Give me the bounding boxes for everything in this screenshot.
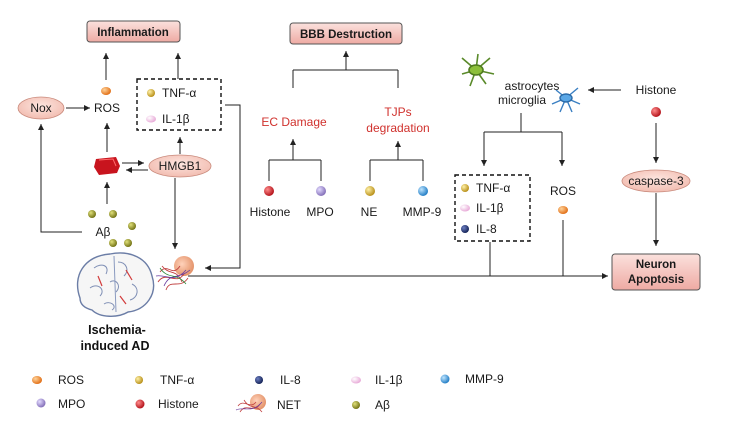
il1b-icon bbox=[146, 115, 156, 123]
right-connectors bbox=[481, 87, 659, 276]
il1b-icon bbox=[460, 204, 470, 212]
abeta-icon bbox=[124, 239, 132, 247]
abeta-icon bbox=[88, 210, 96, 218]
histone-mid-label: Histone bbox=[250, 205, 291, 219]
hmgb1-label: HMGB1 bbox=[159, 159, 202, 173]
neuron-label-line1: Neuron bbox=[636, 259, 676, 271]
ros-molecule-icon bbox=[101, 87, 111, 95]
abeta-icon bbox=[109, 210, 117, 218]
caspase3-label: caspase-3 bbox=[628, 174, 684, 188]
abeta-icon bbox=[109, 239, 117, 247]
neuron-label-line2: Apoptosis bbox=[628, 274, 684, 286]
inflammation-box: Inflammation bbox=[86, 20, 181, 43]
mmp9-icon bbox=[418, 186, 428, 196]
ischemia-label-line1: Ischemia- bbox=[88, 323, 146, 337]
legend: ROS TNF-α IL-8 IL-1β MMP-9 MPO Histone N… bbox=[32, 372, 504, 413]
legend-net-icon bbox=[235, 394, 266, 413]
tjps-label-line1: TJPs bbox=[384, 105, 411, 119]
mpo-icon bbox=[316, 186, 326, 196]
legend-il8-icon bbox=[255, 376, 263, 384]
legend-mpo-label: MPO bbox=[58, 397, 85, 411]
middle-connectors bbox=[268, 51, 424, 181]
legend-tnf-alpha-label: TNF-α bbox=[160, 373, 194, 387]
tnf-alpha-icon bbox=[147, 89, 155, 97]
legend-tnf-alpha-icon bbox=[135, 376, 143, 384]
legend-abeta-icon bbox=[352, 401, 360, 409]
nox-node: Nox bbox=[17, 96, 65, 120]
legend-ros-icon bbox=[32, 376, 42, 384]
legend-il1b-label: IL-1β bbox=[375, 373, 403, 387]
mpo-mid-label: MPO bbox=[306, 205, 333, 219]
microglia-label: microglia bbox=[498, 93, 546, 107]
abeta-icon bbox=[128, 222, 136, 230]
il8-label-right: IL-8 bbox=[476, 222, 497, 236]
legend-mpo-icon bbox=[36, 398, 46, 408]
il8-icon bbox=[461, 225, 469, 233]
ros-molecule-icon bbox=[558, 206, 568, 214]
neuron-apoptosis-box: Neuron Apoptosis bbox=[611, 253, 701, 291]
legend-il8-label: IL-8 bbox=[280, 373, 301, 387]
astrocytes-label: astrocytes bbox=[505, 79, 560, 93]
net-icon bbox=[155, 256, 194, 291]
il1b-label-right: IL-1β bbox=[476, 201, 504, 215]
legend-histone-label: Histone bbox=[158, 397, 199, 411]
ec-damage-label: EC Damage bbox=[261, 115, 327, 129]
ischemia-label-line2: induced AD bbox=[81, 339, 150, 353]
tnf-alpha-label-left: TNF-α bbox=[162, 86, 196, 100]
legend-net-label: NET bbox=[277, 398, 302, 412]
legend-ros-label: ROS bbox=[58, 373, 84, 387]
ros-left-node: ROS bbox=[94, 87, 120, 115]
histone-icon bbox=[264, 186, 274, 196]
caspase3-node: caspase-3 bbox=[621, 169, 691, 193]
tnf-alpha-label-right: TNF-α bbox=[476, 181, 510, 195]
ne-label: NE bbox=[361, 205, 378, 219]
legend-histone-icon bbox=[135, 399, 145, 409]
il1b-label-left: IL-1β bbox=[162, 112, 190, 126]
microglia-icon bbox=[551, 87, 581, 113]
rage-receptor-icon bbox=[94, 157, 120, 175]
astrocyte-icon bbox=[461, 53, 495, 87]
bbb-destruction-box: BBB Destruction bbox=[289, 22, 403, 45]
tnf-alpha-icon bbox=[461, 184, 469, 192]
ros-left-label: ROS bbox=[94, 101, 120, 115]
abeta-node: Aβ bbox=[88, 210, 136, 247]
legend-mmp9-label: MMP-9 bbox=[465, 372, 504, 386]
ne-icon bbox=[365, 186, 375, 196]
nox-label: Nox bbox=[30, 101, 51, 115]
ros-right-label: ROS bbox=[550, 184, 576, 198]
cytokine-box-right: TNF-α IL-1β IL-8 bbox=[454, 174, 531, 242]
brain-icon bbox=[76, 252, 155, 317]
bbb-destruction-label: BBB Destruction bbox=[300, 29, 392, 41]
legend-mmp9-icon bbox=[440, 374, 450, 384]
histone-right-label: Histone bbox=[636, 83, 677, 97]
histone-icon bbox=[651, 107, 661, 117]
cytokine-box-left: TNF-α IL-1β bbox=[136, 78, 222, 131]
mmp9-mid-label: MMP-9 bbox=[403, 205, 442, 219]
hmgb1-node: HMGB1 bbox=[148, 154, 212, 178]
inflammation-label: Inflammation bbox=[97, 27, 169, 39]
left-connectors bbox=[38, 53, 608, 279]
tjps-label-line2: degradation bbox=[366, 121, 429, 135]
legend-il1b-icon bbox=[351, 376, 361, 384]
legend-abeta-label: Aβ bbox=[375, 398, 390, 412]
abeta-label: Aβ bbox=[96, 225, 111, 239]
